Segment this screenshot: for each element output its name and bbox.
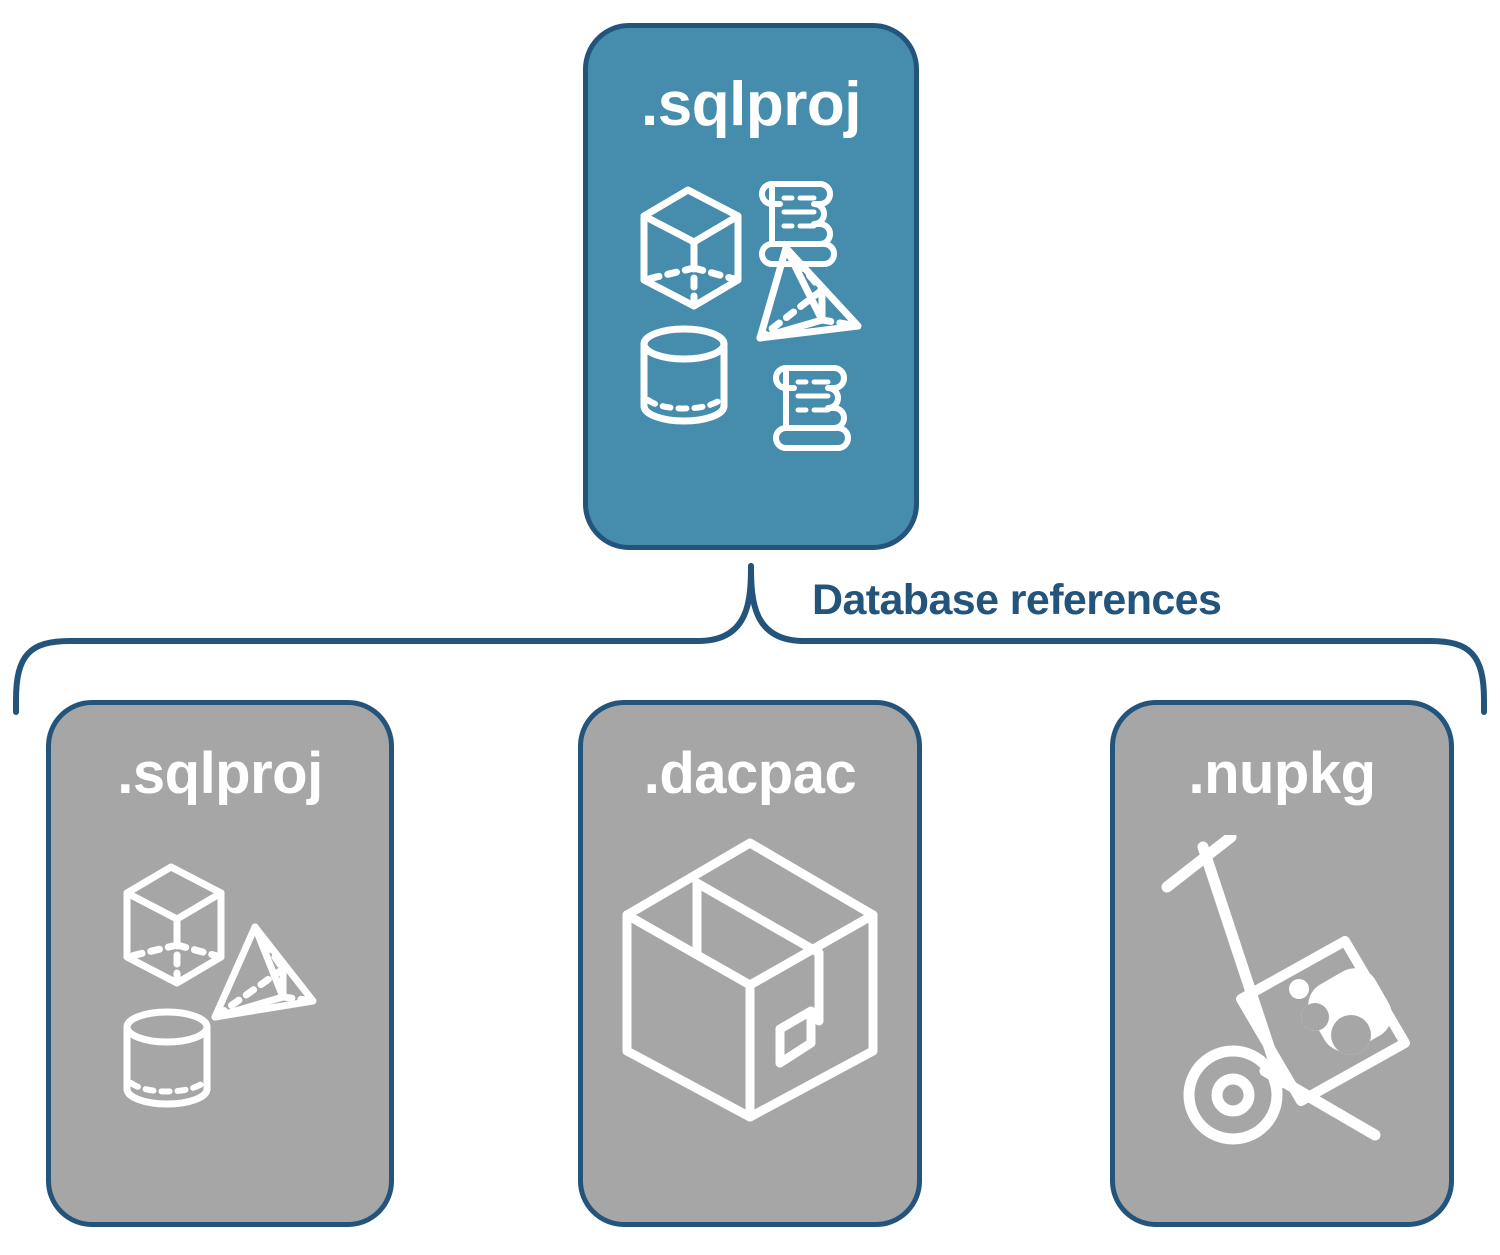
pyramid-icon — [756, 244, 862, 342]
pyramid-icon — [211, 923, 317, 1021]
node-ref-dacpac-artwork — [583, 825, 917, 1125]
root-shape-group-icon — [640, 181, 862, 451]
scroll-icon — [773, 365, 851, 451]
node-ref-sqlproj-title: .sqlproj — [117, 741, 323, 806]
hand-truck-icon — [1161, 835, 1410, 1145]
connector-label: Database references — [812, 576, 1222, 624]
node-ref-nupkg-artwork — [1115, 835, 1449, 1145]
node-ref-dacpac[interactable]: .dacpac — [578, 700, 922, 1227]
node-ref-nupkg[interactable]: .nupkg — [1110, 700, 1454, 1227]
scroll-icon — [759, 181, 837, 267]
cube-icon — [123, 863, 225, 987]
node-ref-nupkg-title: .nupkg — [1188, 741, 1376, 806]
node-root-artwork — [588, 168, 914, 458]
ref-shape-group-icon — [123, 863, 317, 1108]
cube-icon — [640, 186, 742, 310]
node-root-sqlproj[interactable]: .sqlproj — [583, 23, 919, 550]
brace-right-arm-icon — [748, 563, 1487, 715]
nuget-package-icon — [1236, 936, 1410, 1106]
node-ref-sqlproj-artwork — [51, 855, 389, 1125]
package-box-icon — [622, 838, 878, 1122]
node-ref-dacpac-title: .dacpac — [643, 741, 857, 806]
node-ref-sqlproj[interactable]: .sqlproj — [46, 700, 394, 1227]
node-root-title: .sqlproj — [641, 70, 861, 139]
cylinder-icon — [123, 1008, 211, 1108]
brace-left-arm-icon — [13, 563, 754, 715]
cylinder-icon — [640, 325, 728, 425]
